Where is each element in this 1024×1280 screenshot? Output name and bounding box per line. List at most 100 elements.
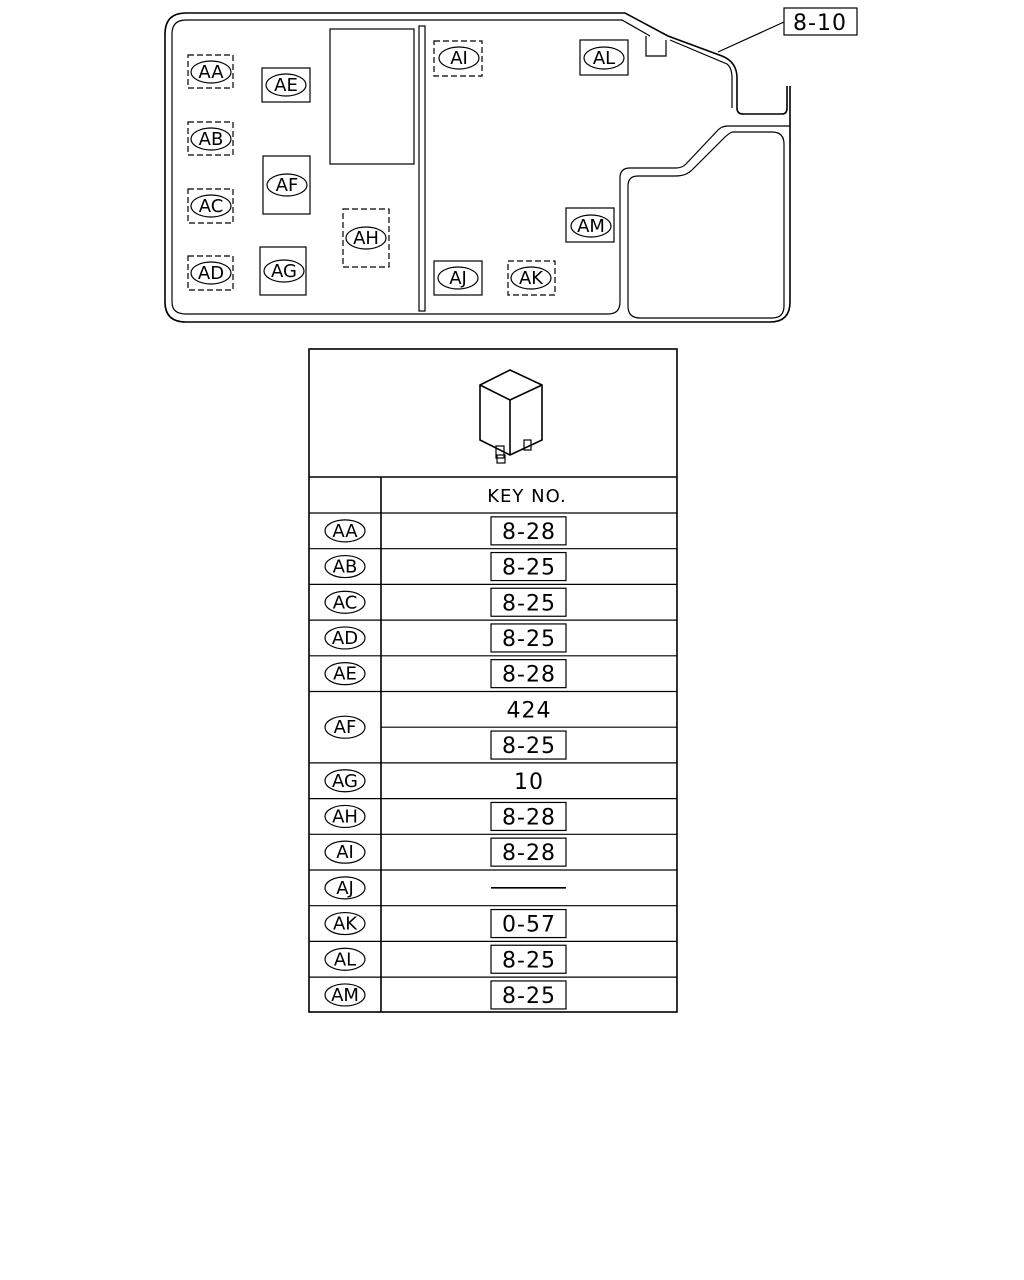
key-no-box: [490, 908, 567, 939]
row-code-ac: AC: [324, 590, 366, 614]
key-no-box: [490, 551, 567, 582]
table-row: AF 424 8-25: [309, 690, 677, 760]
relay-ak-label-text: AK: [519, 268, 544, 289]
relay-aj-label: AJ: [437, 266, 479, 290]
key-no-value: 8-28: [502, 841, 556, 866]
relay-ai-label-text: AI: [450, 48, 468, 69]
table-row: AL 8-25: [309, 940, 677, 974]
table-row: AM 8-25: [309, 976, 677, 1010]
row-code-text: AK: [333, 914, 358, 935]
relay-ak-label: AK: [510, 266, 552, 290]
row-code-text: AI: [336, 842, 354, 863]
relay-aj-frame: [433, 260, 483, 296]
relay-positions: AA AB AC AD AE AF AG AH AI AJ AK AL AM: [187, 39, 629, 296]
relay-ak-frame: [507, 260, 556, 296]
key-no-box: [490, 837, 567, 867]
table-row: AG 10: [309, 762, 677, 795]
key-no-value: 8-25: [502, 591, 556, 616]
key-no-value: 0-57: [502, 913, 556, 938]
key-no-box: [490, 623, 567, 653]
key-no-box: [490, 659, 567, 689]
key-no-box: [490, 944, 567, 974]
key-no-value: 8-28: [502, 520, 556, 545]
relay-ab-label-text: AB: [199, 129, 224, 150]
key-no-box: [490, 980, 567, 1010]
relay-ag-label: AG: [263, 259, 305, 283]
row-code-text: AC: [333, 592, 358, 613]
row-code-ag: AG: [324, 769, 366, 793]
key-no-box: [490, 516, 567, 546]
table-row: AD 8-25: [309, 619, 677, 653]
row-code-ae: AE: [324, 662, 366, 686]
row-code-text: AM: [331, 985, 359, 1006]
relay-aa-frame: [187, 54, 234, 89]
relay-ae-frame: [261, 67, 311, 103]
callout-label: 8-10: [793, 11, 847, 36]
row-code-text: AJ: [336, 878, 354, 899]
relay-ae-label: AE: [265, 73, 307, 97]
relay-am-frame: [565, 207, 615, 243]
relay-af-frame: [262, 155, 311, 215]
relay-ah-label-text: AH: [353, 228, 379, 249]
relay-aj-label-text: AJ: [449, 268, 467, 289]
relay-ad-label: AD: [190, 261, 232, 285]
key-no-value: 8-25: [502, 734, 556, 759]
row-code-aj: AJ: [324, 876, 366, 900]
row-code-af: AF: [324, 715, 366, 739]
relay-ah-label: AH: [345, 226, 387, 250]
key-no-value: 8-25: [502, 627, 556, 652]
key-no-box: [490, 801, 567, 832]
relay-box-outline: [164, 12, 791, 323]
table-row: AI 8-28: [309, 833, 677, 867]
relay-ac-frame: [187, 188, 234, 224]
row-code-text: AA: [332, 521, 358, 542]
relay-ai-label: AI: [438, 46, 480, 70]
row-code-text: AE: [333, 664, 357, 685]
table-row: AA 8-28: [309, 512, 677, 546]
key-no-value: 8-25: [502, 948, 556, 973]
relay-ag-frame: [259, 246, 307, 296]
row-code-text: AL: [334, 949, 356, 970]
relay-ad-label-text: AD: [198, 263, 224, 284]
row-code-text: AD: [332, 628, 358, 649]
table-row: AE 8-28: [309, 655, 677, 689]
table-row: AK 0-57: [309, 905, 677, 939]
key-no-box: [490, 730, 567, 760]
row-code-al: AL: [324, 947, 366, 971]
table-header-key-no: KEY NO.: [487, 486, 567, 507]
relay-al-frame: [579, 39, 629, 76]
row-code-text: AB: [333, 557, 358, 578]
key-no-value: 10: [514, 770, 544, 795]
relay-aa-label: AA: [190, 60, 232, 84]
table-row: AH 8-28: [309, 797, 677, 832]
key-no-value: 424: [507, 698, 552, 723]
relay-ag-label-text: AG: [271, 261, 297, 282]
key-no-value: 8-28: [502, 805, 556, 830]
table-row: AJ: [309, 869, 677, 900]
row-code-aa: AA: [324, 519, 366, 543]
key-no-value: 8-28: [502, 663, 556, 688]
relay-al-label: AL: [583, 46, 625, 70]
callout-8-10: 8-10: [717, 7, 858, 53]
key-no-value: 8-25: [502, 984, 556, 1009]
relay-am-label: AM: [570, 214, 612, 238]
row-code-ad: AD: [324, 626, 366, 650]
relay-ad-frame: [187, 255, 234, 291]
relay-ac-label: AC: [190, 194, 232, 218]
table-row: AC 8-25: [309, 583, 677, 617]
relay-ab-frame: [187, 121, 234, 156]
row-code-am: AM: [324, 983, 366, 1007]
relay-icon: [479, 369, 543, 464]
row-code-ah: AH: [324, 804, 366, 829]
relay-am-label-text: AM: [577, 216, 605, 237]
key-no-box: [490, 587, 567, 617]
relay-ai-frame: [433, 40, 483, 77]
relay-ah-frame: [342, 208, 390, 268]
row-code-text: AF: [334, 717, 357, 738]
relay-af-label-text: AF: [276, 175, 299, 196]
row-code-ab: AB: [324, 554, 366, 579]
